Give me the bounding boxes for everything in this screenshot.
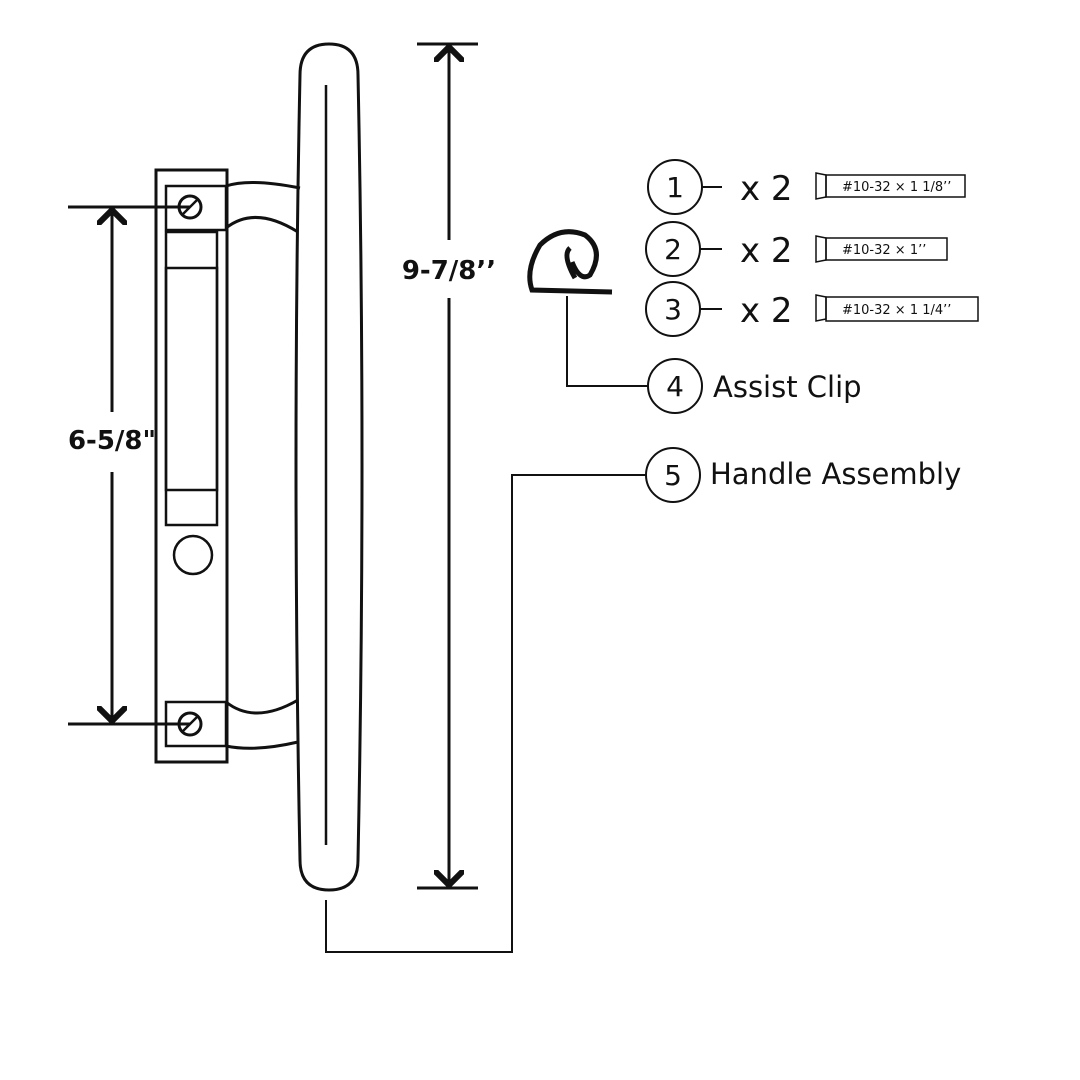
screw-1-icon [815,172,966,200]
part-4-label: Assist Clip [713,370,862,404]
part-3-spec: #10-32 × 1 1/4’’ [842,303,951,318]
screw-3-icon [815,294,979,322]
part-4-number: 4 [666,370,684,403]
part-2-spec: #10-32 × 1’’ [842,243,926,258]
handle-bar [294,42,364,892]
handle-length-label: 9-7/8’’ [402,256,496,286]
backplate [154,168,229,764]
part-3-quantity: x 2 [740,291,793,331]
assist-clip-icon [527,229,613,295]
part-1-quantity: x 2 [740,169,793,209]
handle-length-dimension [417,42,478,890]
part-2-quantity: x 2 [740,231,793,271]
mount-spacing-dimension [68,205,190,726]
part-3-number: 3 [664,293,682,326]
screw-2-icon [815,235,948,263]
part-1-number: 1 [666,171,684,204]
mount-spacing-label: 6-5/8" [68,426,156,456]
part-5-label: Handle Assembly [710,457,961,491]
handle-arm-top [225,180,301,234]
part-2-number: 2 [664,233,682,266]
part-1-spec: #10-32 × 1 1/8’’ [842,180,951,195]
assist-clip-leader [566,296,648,387]
part-5-number: 5 [664,459,682,492]
handle-assembly-leader [325,474,646,953]
handle-arm-bottom [225,698,299,750]
